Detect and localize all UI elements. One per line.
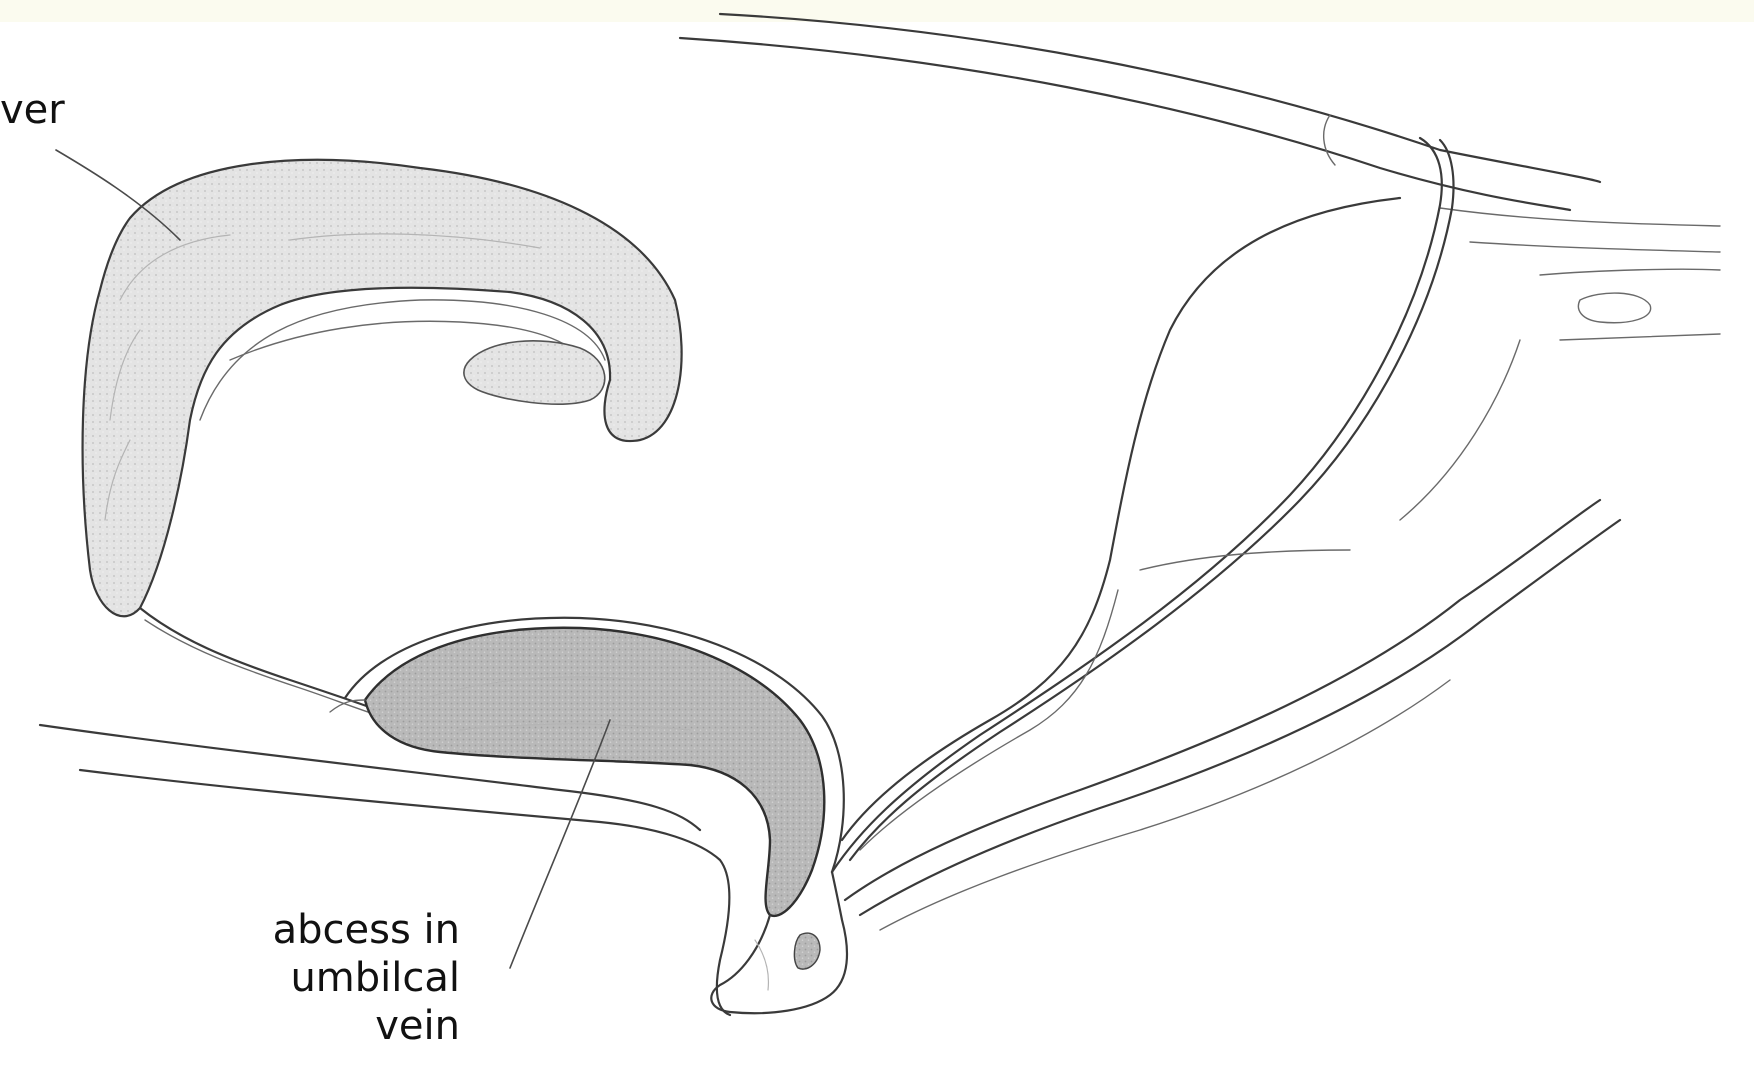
abscess-label-line-1: abcess in xyxy=(273,906,460,954)
umbilical-arteries xyxy=(832,115,1454,872)
abscess-label-line-3: vein xyxy=(273,1002,460,1050)
urachus xyxy=(845,340,1620,930)
abscess-label: abcess in umbilcal vein xyxy=(273,906,460,1050)
top-tint xyxy=(0,0,1754,22)
liver-label: ver xyxy=(0,86,65,134)
rectum-detail xyxy=(1540,269,1720,340)
umbilical-abscess xyxy=(330,618,844,916)
abscess-label-line-2: umbilcal xyxy=(273,954,460,1002)
dorsal-body-wall xyxy=(680,14,1720,252)
umbilical-vein-remnant xyxy=(140,608,380,716)
liver xyxy=(83,160,682,616)
